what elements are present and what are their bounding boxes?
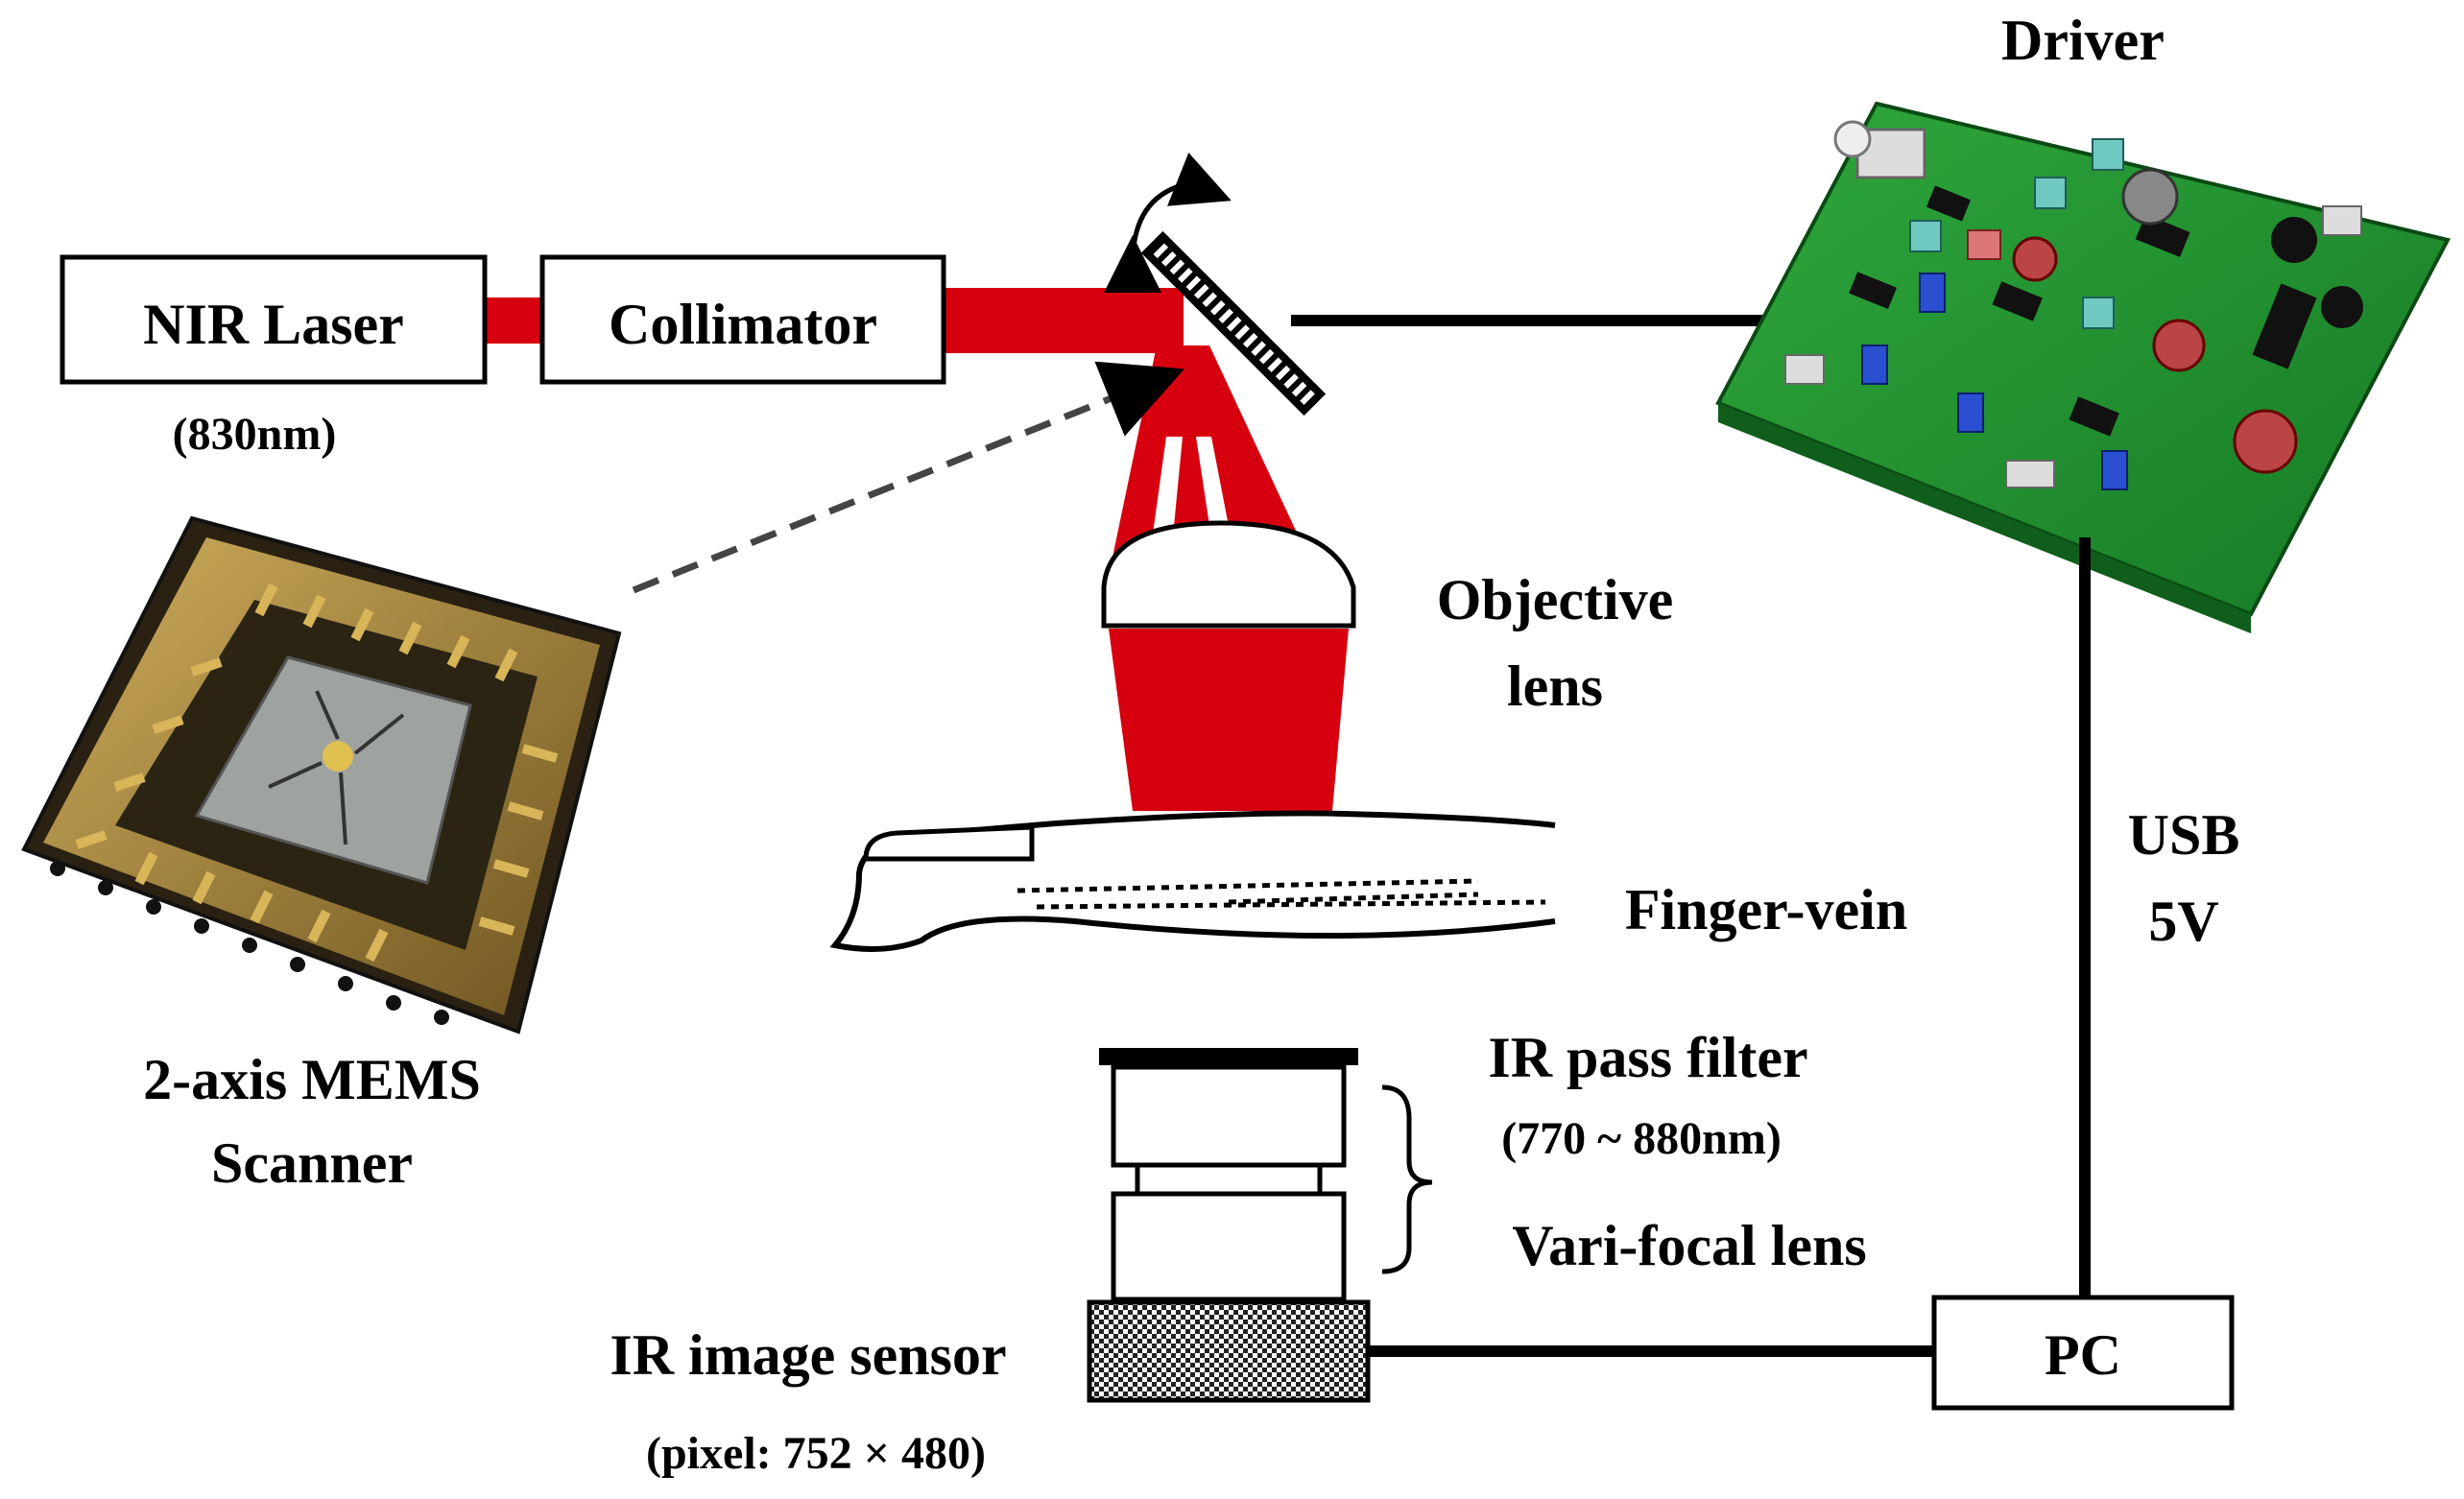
laser-beam-1 [485, 297, 542, 344]
finger-outline [829, 810, 1556, 952]
laser-focus-beam [1109, 629, 1349, 811]
ir-image-sensor [1087, 1299, 1371, 1403]
filter-range-label: (770 ~ 880nm) [1501, 1113, 1782, 1164]
nir-laser-box [60, 254, 488, 385]
rotation-arrow-icon [1103, 153, 1232, 294]
finger-vein-label: Finger-vein [1625, 878, 1907, 941]
laser-beam-2 [944, 288, 1184, 353]
objective-label-line1: Objective [1437, 568, 1674, 631]
usb-label-line1: USB [2128, 803, 2240, 867]
pc-box [1931, 1295, 2235, 1411]
vein-line-2 [1036, 899, 1546, 910]
collimator-label: Collimator [609, 293, 877, 356]
mems-label-line2: Scanner [211, 1131, 413, 1195]
mems-scanner-photo [21, 515, 622, 1035]
vein-line-1 [1017, 878, 1479, 893]
ir-sensor-label: IR image sensor [610, 1323, 1006, 1387]
nir-wavelength-label: (830nm) [173, 409, 337, 460]
fingernail [863, 824, 1035, 862]
driver-label: Driver [2001, 9, 2165, 72]
camera-lens-ring [1135, 1162, 1323, 1197]
ir-pass-filter-label: IR pass filter [1488, 1026, 1807, 1089]
nir-laser-label: NIR Laser [143, 293, 404, 356]
sensor-pixels-label: (pixel: 752 × 480) [646, 1428, 986, 1479]
camera-lower-lens [1111, 1191, 1347, 1302]
usb-label-line2: 5V [2148, 890, 2218, 953]
camera-upper-lens [1111, 1064, 1347, 1168]
pc-label: PC [2045, 1323, 2121, 1387]
objective-lens [1101, 520, 1356, 629]
vein-line-3 [1228, 892, 1479, 905]
vari-focal-label: Vari-focal lens [1512, 1214, 1866, 1277]
lens-brace [1381, 1084, 1433, 1274]
driver-board [1715, 101, 2451, 633]
collimator-box [539, 254, 946, 385]
mems-pointer-dashed [632, 361, 1184, 594]
ir-pass-filter-plate [1099, 1048, 1358, 1065]
mems-label-line1: 2-axis MEMS [143, 1048, 481, 1111]
objective-label-line2: lens [1507, 654, 1603, 718]
